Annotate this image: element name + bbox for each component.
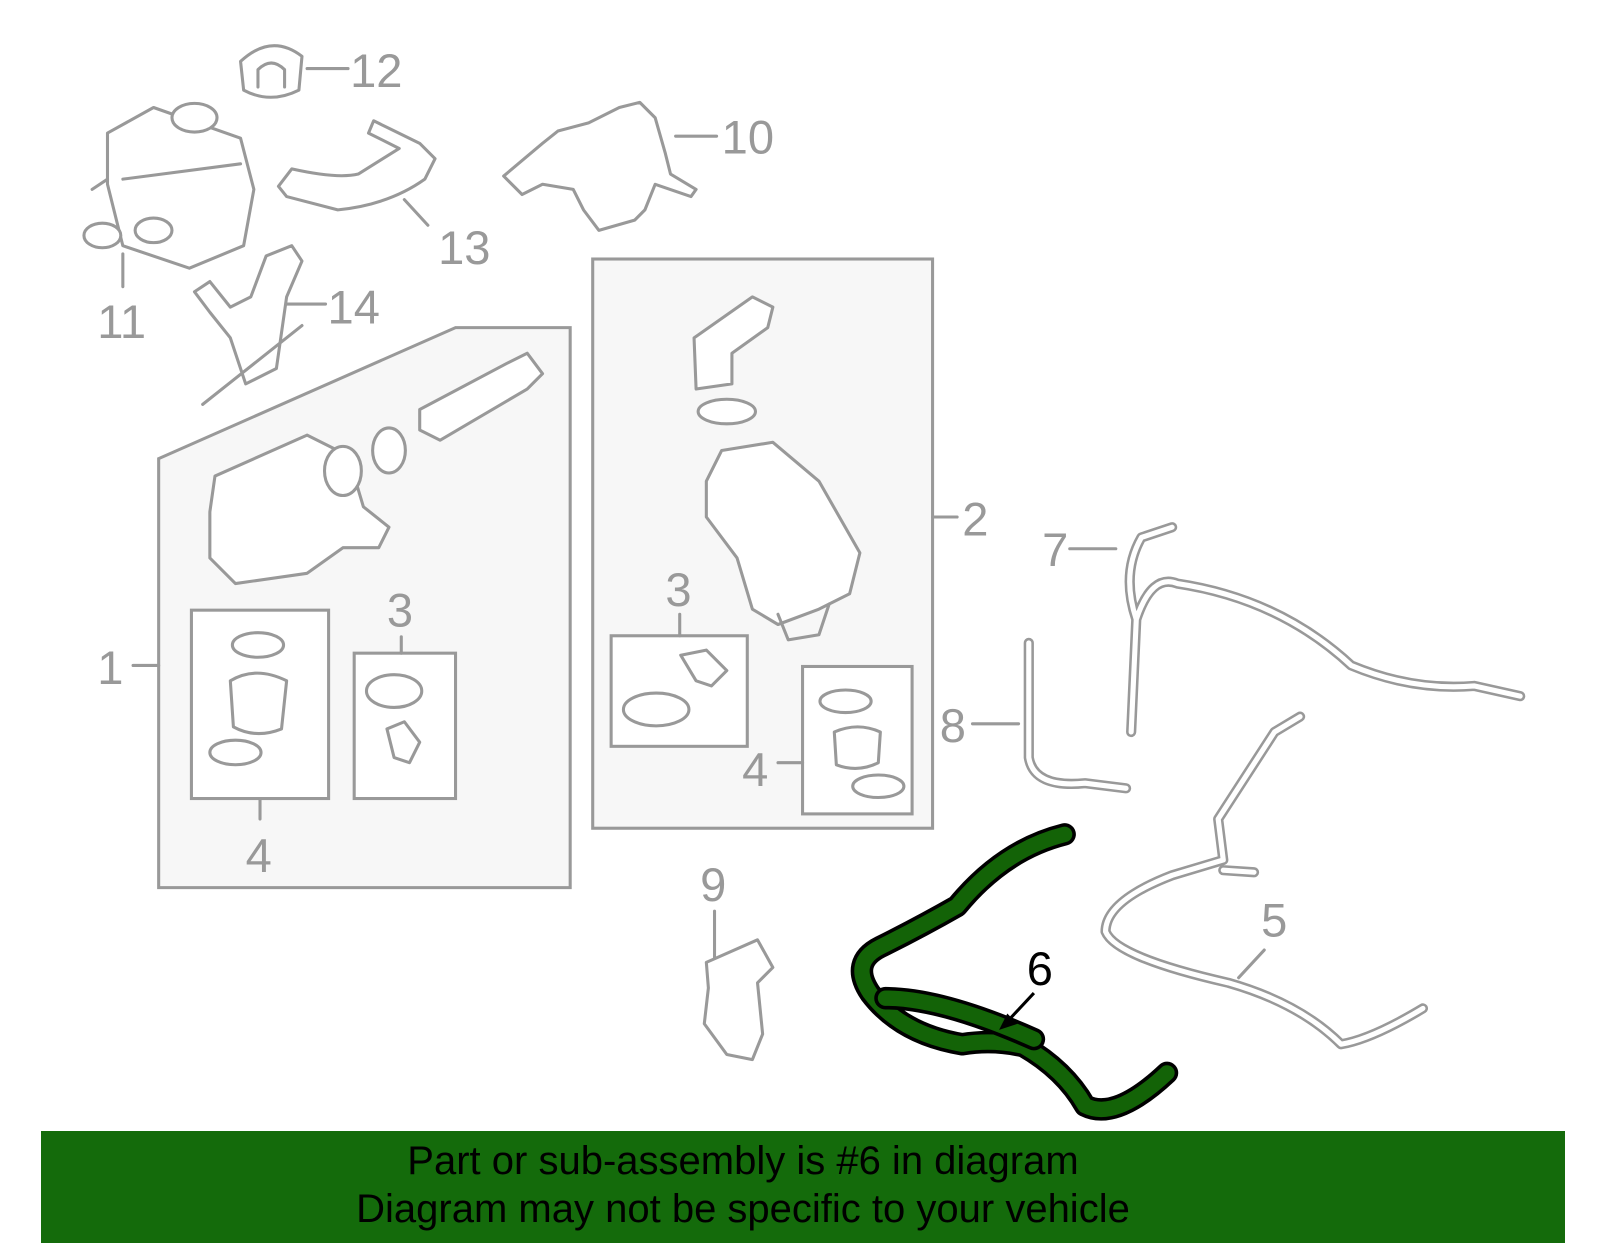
banner-line-2: Diagram may not be specific to your vehi… bbox=[356, 1187, 1130, 1231]
part-14-bracket bbox=[192, 244, 304, 406]
part-9-bracket bbox=[702, 938, 775, 1062]
subbox-3-right bbox=[609, 634, 749, 748]
part-7-hose bbox=[1124, 522, 1526, 738]
callout-8: 8 bbox=[940, 699, 966, 752]
callout-4-right: 4 bbox=[742, 743, 768, 796]
part-13-bracket bbox=[276, 119, 437, 212]
leader-lines bbox=[121, 67, 1266, 980]
callout-3-left: 3 bbox=[387, 584, 413, 637]
callout-10: 10 bbox=[722, 111, 774, 164]
callout-4-left: 4 bbox=[246, 829, 272, 882]
callout-14: 14 bbox=[328, 281, 380, 334]
part-1-intercooler bbox=[208, 351, 545, 767]
part-2-intercooler bbox=[621, 295, 906, 800]
callout-7: 7 bbox=[1042, 523, 1068, 576]
part-12-cap bbox=[239, 44, 304, 99]
banner-line-1: Part or sub-assembly is #6 in diagram bbox=[407, 1139, 1079, 1183]
callout-13: 13 bbox=[438, 221, 490, 274]
callout-5: 5 bbox=[1261, 894, 1287, 947]
arrowhead-6 bbox=[999, 1013, 1018, 1030]
callout-9: 9 bbox=[700, 858, 726, 911]
part-10-bracket bbox=[502, 100, 698, 232]
callout-12: 12 bbox=[350, 44, 402, 97]
callout-1: 1 bbox=[97, 641, 123, 694]
callout-3-right: 3 bbox=[665, 563, 691, 616]
callout-6: 6 bbox=[1027, 942, 1053, 995]
part-8-pipe bbox=[1023, 637, 1132, 794]
callout-2: 2 bbox=[962, 492, 988, 545]
callout-11: 11 bbox=[97, 295, 146, 348]
group-box-1 bbox=[157, 326, 572, 890]
info-banner: Part or sub-assembly is #6 in diagram Di… bbox=[41, 1131, 1565, 1243]
part-11-reservoir bbox=[82, 101, 256, 270]
part-6-hose-highlighted bbox=[850, 823, 1179, 1121]
